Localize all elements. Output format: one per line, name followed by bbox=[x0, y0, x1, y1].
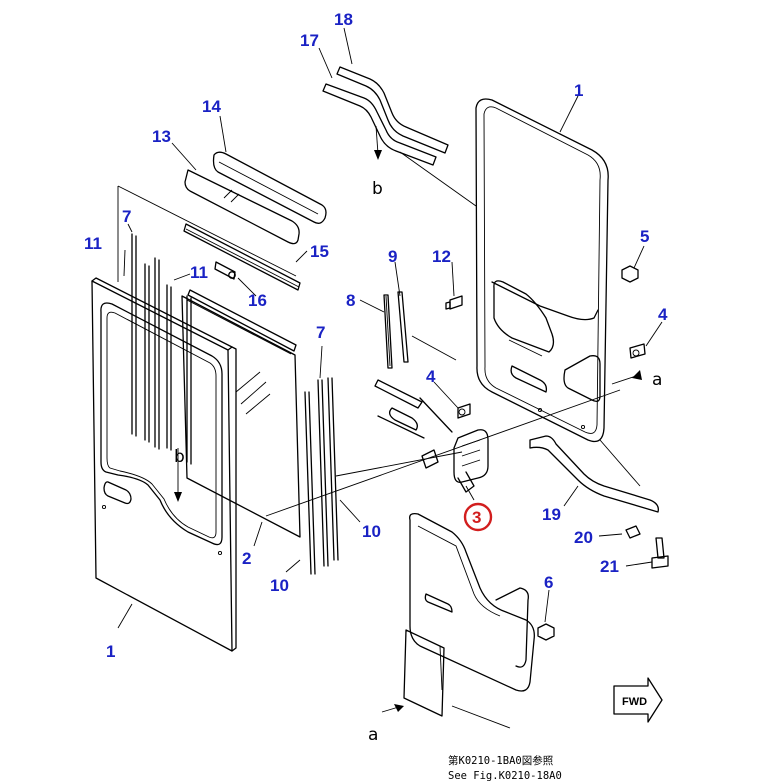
window-glass bbox=[181, 289, 301, 538]
leader-lines bbox=[117, 27, 663, 691]
highlight-circle bbox=[463, 502, 493, 532]
ref-b-left: b bbox=[174, 447, 185, 467]
callout-13: 13 bbox=[152, 127, 171, 146]
callout-16: 16 bbox=[248, 291, 267, 310]
callout-14: 14 bbox=[202, 97, 221, 116]
callout-10-left: 10 bbox=[270, 576, 289, 595]
callout-1-right: 1 bbox=[574, 81, 583, 100]
top-strip-14 bbox=[212, 151, 327, 224]
arrow-heads bbox=[174, 150, 642, 729]
callout-3: 3 bbox=[472, 508, 481, 527]
ref-a-bottom: a bbox=[368, 725, 378, 745]
callout-8: 8 bbox=[346, 291, 355, 310]
clip-16 bbox=[214, 261, 236, 280]
bolt-4-left bbox=[457, 403, 471, 419]
reference-letters: a a b b bbox=[174, 179, 662, 745]
channel-9 bbox=[397, 291, 409, 363]
callout-4-right: 4 bbox=[658, 305, 668, 324]
back-glass-sheet bbox=[117, 185, 297, 282]
strap-19 bbox=[529, 435, 659, 513]
nut-5 bbox=[621, 265, 639, 283]
callout-15: 15 bbox=[310, 242, 329, 261]
fwd-label: FWD bbox=[622, 696, 647, 708]
callout-11-left: 11 bbox=[84, 234, 102, 253]
liner-17 bbox=[322, 83, 437, 166]
door-outer-panel bbox=[91, 277, 237, 652]
callout-18: 18 bbox=[334, 10, 353, 29]
bolt-21 bbox=[651, 537, 669, 569]
fwd-direction-icon: FWD bbox=[613, 677, 663, 723]
washer-20 bbox=[625, 525, 641, 539]
callout-4-left: 4 bbox=[426, 367, 436, 386]
bolt-12 bbox=[445, 295, 463, 310]
bolt-4-right bbox=[629, 343, 646, 359]
door-inner-frame bbox=[475, 98, 609, 443]
callout-12: 12 bbox=[432, 247, 451, 266]
callout-3-highlight: 3 bbox=[463, 502, 493, 532]
vertical-seal-strips-right bbox=[304, 377, 339, 575]
callout-7-left: 7 bbox=[122, 207, 131, 226]
door-trim-panel bbox=[403, 512, 535, 717]
ref-b-top: b bbox=[372, 179, 383, 199]
callout-20: 20 bbox=[574, 528, 593, 547]
callout-11-right: 11 bbox=[190, 263, 208, 282]
callout-5: 5 bbox=[640, 227, 649, 246]
channel-8 bbox=[383, 294, 393, 369]
note-line-english: See Fig.K0210-18A0 bbox=[448, 770, 562, 782]
callout-1-left: 1 bbox=[106, 642, 115, 661]
nut-6 bbox=[537, 623, 555, 641]
callout-17: 17 bbox=[300, 31, 319, 50]
callout-19: 19 bbox=[542, 505, 561, 524]
callout-21: 21 bbox=[600, 557, 619, 576]
figure-reference-note: 第K0210-1BA0図参照 See Fig.K0210-18A0 bbox=[448, 754, 562, 782]
callout-6: 6 bbox=[544, 573, 553, 592]
callout-9: 9 bbox=[388, 247, 397, 266]
note-line-japanese: 第K0210-1BA0図参照 bbox=[448, 754, 554, 767]
door-latch-assembly bbox=[421, 429, 489, 493]
run-channel-15 bbox=[183, 223, 301, 291]
window-regulator bbox=[374, 379, 453, 439]
callout-2: 2 bbox=[242, 549, 251, 568]
ref-a-right: a bbox=[652, 370, 662, 390]
liner-18 bbox=[336, 66, 449, 154]
top-strip-13 bbox=[184, 169, 300, 245]
callout-7-right: 7 bbox=[316, 323, 325, 342]
vertical-seal-strips-left bbox=[131, 233, 192, 465]
callout-10-right: 10 bbox=[362, 522, 381, 541]
callout-numbers: 1 1 2 4 4 5 6 7 7 8 9 10 10 11 11 12 13 … bbox=[84, 10, 668, 661]
